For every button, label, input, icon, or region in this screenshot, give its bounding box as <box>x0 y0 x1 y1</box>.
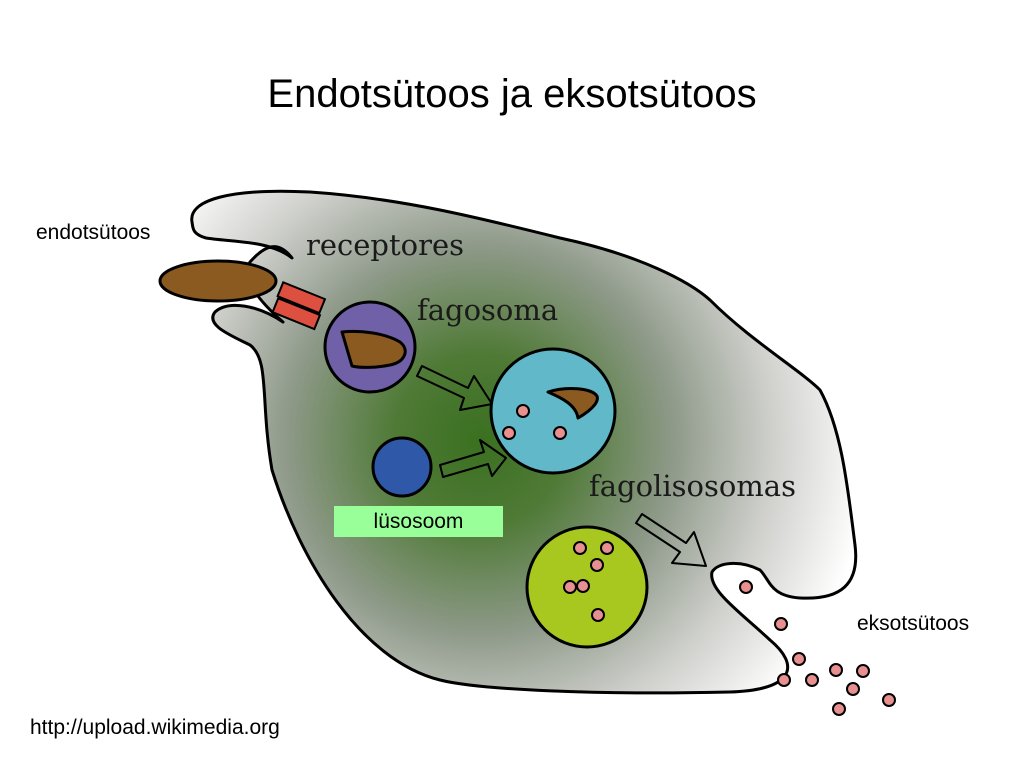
released-vesicle <box>792 652 806 666</box>
arrow-to-exocytosis <box>635 513 707 567</box>
released-vesicle <box>882 693 896 707</box>
arrow-phagosome-to-phagolysosome <box>416 365 493 411</box>
released-vesicle <box>805 673 819 687</box>
released-vesicle <box>829 663 843 677</box>
receptors-label: receptores <box>306 228 465 262</box>
phagosome-label: fagosoma <box>417 293 559 327</box>
enzyme-dot <box>553 426 567 440</box>
enzyme-dot <box>591 608 605 622</box>
released-vesicle <box>832 702 846 716</box>
source-link[interactable]: http://upload.wikimedia.org <box>30 716 280 739</box>
phagolysosomes-label: fagolisosomas <box>589 469 796 503</box>
exocytosis-label: eksotsütoos <box>857 612 970 635</box>
enzyme-dot <box>590 558 604 572</box>
lysosome-label: lüsosoom <box>334 506 503 537</box>
receptor-top <box>276 280 327 315</box>
phagolysosome-particle <box>546 387 599 420</box>
enzyme-dot <box>502 426 516 440</box>
endocytosis-label: endotsütoos <box>36 221 151 244</box>
released-vesicle <box>774 617 788 631</box>
released-vesicle <box>856 664 870 678</box>
released-vesicle <box>846 682 860 696</box>
enzyme-dot <box>563 580 577 594</box>
lysosome <box>371 436 433 498</box>
released-vesicle <box>777 673 791 687</box>
food-particle <box>158 259 278 303</box>
enzyme-dot <box>573 541 587 555</box>
phagolysosome <box>489 347 617 475</box>
released-vesicle <box>739 580 753 594</box>
phagosome-particle <box>340 329 407 369</box>
enzyme-dot <box>576 579 590 593</box>
enzyme-dot <box>516 404 530 418</box>
enzyme-dot <box>600 541 614 555</box>
arrow-lysosome-to-phagolysosome <box>439 439 507 478</box>
receptor-bottom <box>271 296 322 331</box>
page-title: Endotsütoos ja eksotsütoos <box>267 72 757 116</box>
